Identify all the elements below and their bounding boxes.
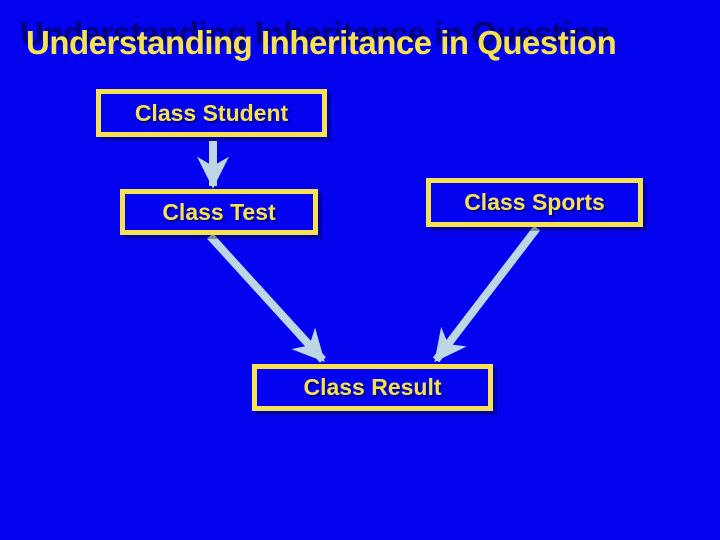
slide-title: Understanding Inheritance in Question [26, 24, 617, 61]
node-class-result: Class Result [252, 364, 493, 411]
node-class-test: Class Test [120, 189, 318, 235]
node-class-student: Class Student [96, 89, 327, 137]
arrow-sports-to-result [432, 225, 541, 363]
arrow-test-to-result [207, 233, 326, 363]
node-class-sports: Class Sports [426, 178, 643, 227]
